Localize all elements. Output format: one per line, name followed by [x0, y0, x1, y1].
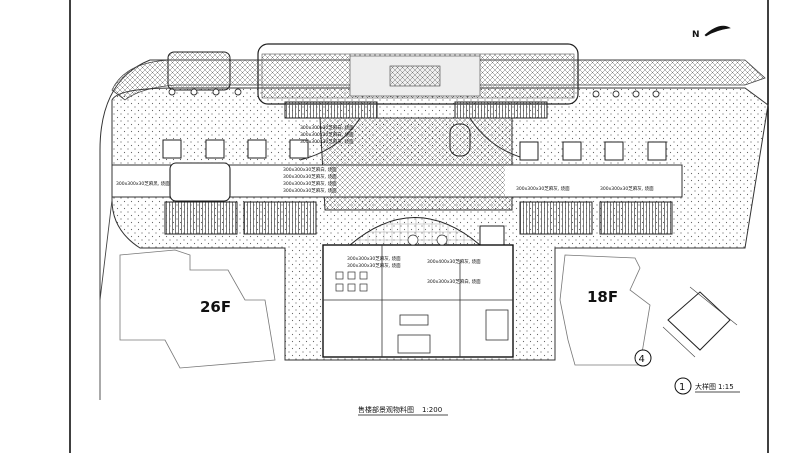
north-mark: N [692, 30, 700, 40]
index-marker: 4 [639, 354, 645, 365]
building-interior-walls [323, 245, 513, 357]
detail-scale: 1:15 [718, 383, 734, 391]
material-note: 300x300x30芝麻灰, 烧面 [283, 173, 337, 180]
planter-strip-left [284, 101, 378, 119]
material-note: 300x300x30芝麻灰, 烧面 [600, 185, 654, 192]
side-road [99, 199, 113, 400]
north-arrow-icon [704, 25, 731, 37]
material-notes: 300x300x30芝麻白, 烧面 300x300x30芝麻白, 烧面 300x… [116, 124, 654, 285]
road-edge [99, 59, 740, 300]
material-note: 300x300x30芝麻黑, 烧面 [116, 180, 170, 187]
material-note: 300x300x30芝麻灰, 烧面 [347, 255, 401, 262]
material-note: 300x300x30芝麻灰, 烧面 [516, 185, 570, 192]
detail-number-circle [674, 377, 692, 395]
canopy-outline [257, 43, 579, 105]
sheet-scale: 1:200 [422, 406, 442, 414]
detail-number: 1 [679, 382, 685, 393]
canopy-center-hatch [389, 65, 441, 87]
parking-bays-right [519, 201, 673, 235]
material-note: 300x300x30芝麻灰, 烧面 [283, 180, 337, 187]
detail-title: 大样图 [695, 382, 716, 391]
dimension-line-b [662, 326, 696, 358]
material-note: 300x300x30芝麻白, 烧面 [283, 166, 337, 173]
bollard-row-right [592, 90, 660, 98]
parking-bays-left [164, 201, 317, 235]
material-note: 300x300x30芝麻白, 烧面 [300, 124, 354, 131]
tree-grate-row-right [519, 141, 667, 161]
material-note: 300x400x30芝麻灰, 烧面 [427, 258, 481, 265]
planter-box-upper-left [167, 51, 231, 91]
oval-feature [449, 123, 471, 157]
dimension-line-a [689, 286, 738, 326]
right-building-floors: 18F [587, 288, 618, 306]
material-note: 300x300x30芝麻灰, 烧面 [300, 138, 354, 145]
entrance-semicircle [348, 217, 482, 246]
material-note: 300x300x30芝麻灰, 烧面 [283, 187, 337, 194]
material-note: 300x300x30芝麻灰, 烧面 [347, 262, 401, 269]
tower-18f-outline [559, 254, 651, 366]
sales-office-building [322, 244, 514, 358]
planter-strip-right [454, 101, 548, 119]
material-note: 300x300x30芝麻白, 烧面 [427, 278, 481, 285]
planter-box-left [169, 162, 231, 202]
walkway-center-hatch [330, 165, 505, 197]
tree-grate-row-left [162, 139, 309, 159]
bollard-row-left [168, 88, 242, 96]
tower-26f-outline [119, 249, 276, 369]
material-note: 300x300x30芝麻白, 烧面 [300, 131, 354, 138]
sheet-title: 售楼部景观物料图 [358, 405, 414, 414]
left-building-floors: 26F [200, 298, 231, 316]
index-marker-circle [634, 349, 652, 367]
detail-plan-diamond [667, 291, 731, 351]
furniture-grid [335, 234, 448, 292]
